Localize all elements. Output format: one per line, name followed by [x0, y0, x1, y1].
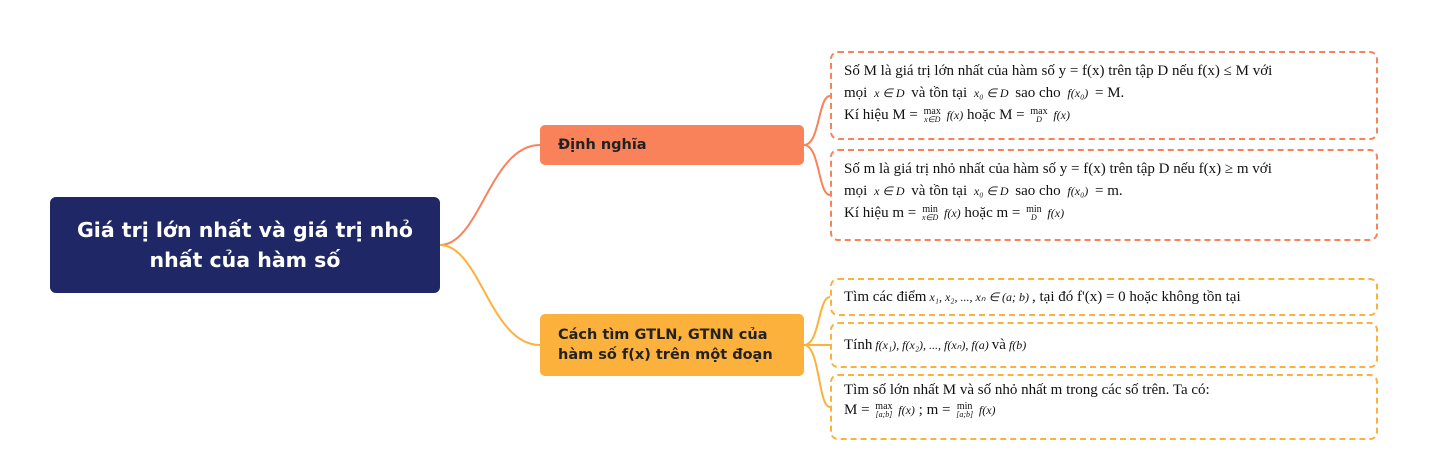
- root-topic: Giá trị lớn nhất và giá trị nhỏ nhất của…: [50, 197, 440, 293]
- leaf-line: mọi x ∈ D và tồn tại x₀ ∈ D sao cho f(x₀…: [844, 82, 1364, 104]
- leaf-step-conclusion: Tìm số lớn nhất M và số nhỏ nhất m trong…: [830, 374, 1378, 440]
- math: x₁, x₂, ..., xₙ ∈ (a; b): [929, 290, 1030, 304]
- text: sao cho: [1015, 85, 1061, 101]
- math: f(b): [1008, 338, 1027, 352]
- min-operator: min[a;b]: [956, 401, 974, 420]
- connector-method-leaves: [803, 296, 831, 408]
- leaf-step-evaluate: Tính f(x₁), f(x₂), ..., f(xₙ), f(a) và f…: [830, 322, 1378, 368]
- text: và: [991, 337, 1006, 353]
- text: ; m =: [918, 402, 951, 418]
- text: Tính: [844, 337, 873, 353]
- connector-root-method: [439, 244, 541, 346]
- text: Kí hiệu M =: [844, 107, 918, 123]
- math: f(x₀): [1067, 184, 1089, 198]
- text: mọi: [844, 85, 868, 101]
- math: f(x₁), f(x₂), ..., f(xₙ), f(a): [875, 338, 989, 352]
- math: x₀ ∈ D: [973, 184, 1009, 198]
- math: x₀ ∈ D: [973, 86, 1009, 100]
- text: hoặc m =: [964, 205, 1021, 221]
- math: x ∈ D: [874, 184, 905, 198]
- text: M =: [844, 402, 870, 418]
- text: Kí hiệu m =: [844, 205, 917, 221]
- leaf-line: Số M là giá trị lớn nhất của hàm số y = …: [844, 63, 1273, 79]
- math: f(x₀): [1067, 86, 1089, 100]
- text: và tồn tại: [911, 85, 968, 101]
- text: = M.: [1094, 85, 1125, 101]
- text: sao cho: [1015, 183, 1061, 199]
- max-operator: max[a;b]: [875, 401, 893, 420]
- math: f(x): [1053, 108, 1070, 122]
- text: Tìm các điểm: [844, 289, 927, 305]
- text: , tại đó f'(x) = 0 hoặc không tồn tại: [1032, 289, 1241, 305]
- leaf-line: Số m là giá trị nhỏ nhất của hàm số y = …: [844, 161, 1272, 177]
- math: f(x): [944, 206, 961, 220]
- math: f(x): [978, 403, 996, 417]
- leaf-max-definition: Số M là giá trị lớn nhất của hàm số y = …: [830, 51, 1378, 140]
- math: f(x): [946, 108, 964, 122]
- leaf-step-critical-points: Tìm các điểm x₁, x₂, ..., xₙ ∈ (a; b) , …: [830, 278, 1378, 316]
- leaf-line: M = max[a;b] f(x) ; m = min[a;b] f(x): [844, 400, 1364, 420]
- math: f(x): [898, 403, 915, 417]
- text: và tồn tại: [911, 183, 968, 199]
- leaf-line: Tìm số lớn nhất M và số nhỏ nhất m trong…: [844, 382, 1210, 398]
- connector-root-definition: [439, 144, 541, 246]
- text: mọi: [844, 183, 868, 199]
- math: f(x): [1047, 206, 1065, 220]
- math: x ∈ D: [874, 86, 905, 100]
- text: = m.: [1094, 183, 1123, 199]
- branch-definition: Định nghĩa: [540, 125, 804, 165]
- connector-definition-leaves: [803, 95, 831, 196]
- text: hoặc M =: [967, 107, 1025, 123]
- leaf-line: mọi x ∈ D và tồn tại x₀ ∈ D sao cho f(x₀…: [844, 180, 1364, 202]
- leaf-min-definition: Số m là giá trị nhỏ nhất của hàm số y = …: [830, 149, 1378, 241]
- branch-method: Cách tìm GTLN, GTNN của hàm số f(x) trên…: [540, 314, 804, 376]
